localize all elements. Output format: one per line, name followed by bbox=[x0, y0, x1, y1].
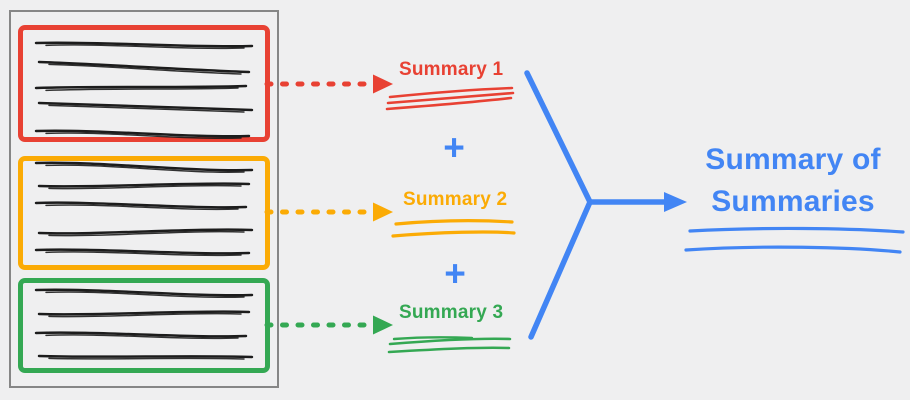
summary-of-summaries-label: Summary of Summaries bbox=[705, 143, 881, 218]
summary-3-label: Summary 3 bbox=[399, 302, 504, 323]
document-chunk-1 bbox=[18, 25, 270, 142]
summary-2-label: Summary 2 bbox=[403, 189, 508, 210]
document-chunk-3 bbox=[18, 278, 270, 373]
plus-operator-1: + bbox=[443, 127, 465, 168]
summary-1-label: Summary 1 bbox=[399, 59, 504, 80]
plus-operator-2: + bbox=[444, 253, 466, 294]
document-chunk-2 bbox=[18, 156, 270, 270]
source-document bbox=[9, 10, 279, 388]
